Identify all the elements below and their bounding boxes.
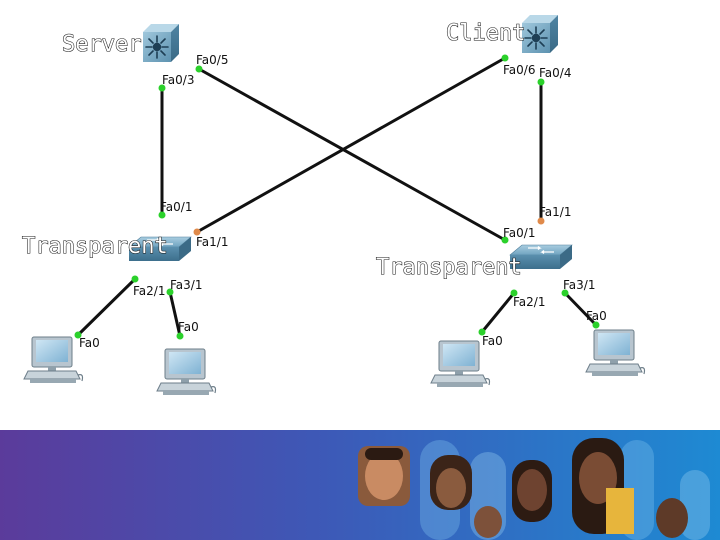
port-label: Fa0/3 [162,73,194,87]
link-client-left [195,56,507,234]
port-label: Fa0 [586,309,607,323]
port-label: Fa1/1 [196,235,228,249]
face-photo [656,498,688,538]
port-label: Fa0 [79,336,100,350]
port-label: Fa0/5 [196,53,228,67]
client-switch-label: Client [446,21,525,46]
left-switch-label: Transparent [22,234,168,259]
port-indicators [74,54,600,340]
pc-icon[interactable] [430,340,491,388]
pc-icon[interactable] [585,329,646,377]
multilayer-switch-icon[interactable] [142,23,180,63]
port-label: Fa0/1 [160,200,192,214]
port-label: Fa0/6 [503,63,535,77]
port-label: Fa1/1 [539,205,571,219]
link-right-pc4 [563,291,598,327]
face-photo [430,455,472,510]
links [76,56,598,338]
right-switch-label: Transparent [376,255,522,280]
link-left-pc1 [76,277,137,337]
port-label: Fa0/1 [503,226,535,240]
port-label: Fa0 [482,334,503,348]
link-right-pc3 [480,291,516,334]
port-label: Fa0 [178,320,199,334]
decorative-banner [0,430,720,540]
port-label: Fa2/1 [513,295,545,309]
port-label: Fa3/1 [563,278,595,292]
face-photo [572,438,634,534]
multilayer-switch-icon[interactable] [521,14,559,54]
port-label: Fa0/4 [539,66,571,80]
pc-icon[interactable] [23,336,84,384]
link-left-pc2 [168,290,182,338]
port-label: Fa2/1 [133,284,165,298]
face-photo [474,506,502,538]
link-server-right [197,67,507,242]
server-switch-label: Server [62,32,141,57]
face-photo [512,460,552,522]
face-photo [358,446,410,506]
port-label: Fa3/1 [170,278,202,292]
pc-icon[interactable] [156,348,217,396]
